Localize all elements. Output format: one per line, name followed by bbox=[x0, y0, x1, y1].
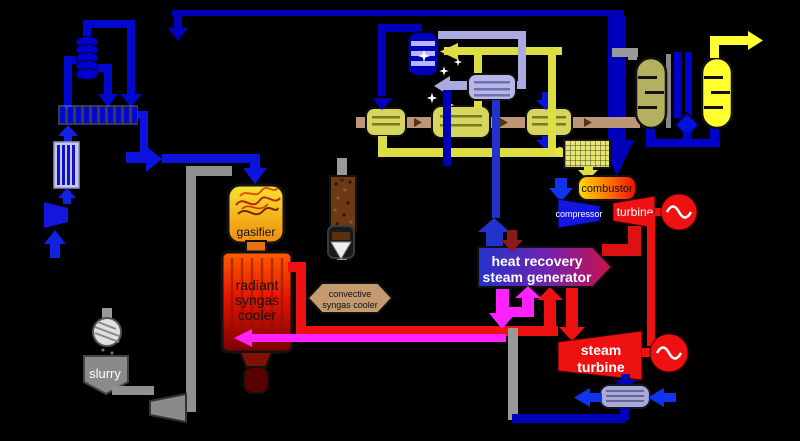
syngas-treatment bbox=[356, 24, 763, 248]
water-drain-pipe bbox=[508, 328, 518, 420]
treatment-unit-2 bbox=[431, 105, 491, 139]
air-inlet-arrow bbox=[44, 230, 66, 258]
gt-combustor-label: combustor bbox=[581, 183, 633, 195]
gasifier-train: gasifier radiant syngas cooler convectiv… bbox=[220, 158, 394, 394]
gt-compressor bbox=[557, 198, 601, 229]
gasifier-label: gasifier bbox=[237, 225, 276, 239]
slag-vessel bbox=[327, 225, 355, 260]
coal-feed-stub bbox=[102, 308, 112, 320]
regenerator-column bbox=[700, 56, 734, 130]
gt-air-inlet-arrow bbox=[549, 178, 573, 202]
radiant-cooler-label-2: syngas bbox=[235, 292, 279, 308]
slurry-preparation: slurry bbox=[83, 166, 232, 424]
air-separation-unit bbox=[44, 10, 634, 258]
slurry-piping bbox=[112, 166, 232, 412]
radiant-cooler-label-3: cooler bbox=[238, 307, 276, 323]
st-generator-shaft bbox=[642, 348, 652, 357]
oxygen-pipe-to-gasifier bbox=[126, 111, 267, 184]
clean-syngas-line bbox=[378, 136, 565, 157]
flue-gas-cooler bbox=[467, 73, 517, 101]
sulfur-out-arrow bbox=[710, 31, 763, 58]
hrsg-label-1: heat recovery bbox=[491, 253, 582, 269]
absorber-column bbox=[634, 56, 668, 130]
generator-bus-line bbox=[647, 214, 655, 346]
slurry-label: slurry bbox=[89, 366, 121, 381]
chiller-drain-line bbox=[443, 90, 451, 166]
unit1-feed-arrow bbox=[372, 24, 422, 110]
asu-intercooler bbox=[53, 141, 80, 189]
convective-syngas-cooler bbox=[306, 282, 394, 314]
agr-piping bbox=[612, 48, 720, 147]
condensate-line bbox=[512, 408, 629, 423]
convective-cooler-label-1: convective bbox=[329, 289, 372, 299]
steam-turbine-label-2: turbine bbox=[577, 359, 625, 375]
asu-compressor bbox=[44, 188, 76, 228]
steam-turbine-label-1: steam bbox=[581, 342, 621, 358]
hrsg-top-arrow bbox=[501, 230, 523, 252]
gt-exhaust-duct bbox=[602, 226, 641, 256]
boiler-feed-line bbox=[234, 329, 506, 347]
radiant-cooler-label-1: radiant bbox=[236, 277, 279, 293]
cold-sparkles bbox=[418, 50, 463, 110]
hp-steam-line bbox=[288, 262, 585, 341]
gasifier-vessel bbox=[226, 183, 286, 245]
gt-compressor-label: compressor bbox=[555, 209, 602, 219]
gt-turbine-label: turbine bbox=[617, 205, 654, 219]
hrsg-label-2: steam generator bbox=[483, 269, 592, 285]
condenser bbox=[599, 384, 651, 409]
asu-piping bbox=[64, 20, 142, 108]
gt-generator bbox=[660, 193, 698, 231]
st-generator bbox=[649, 333, 689, 373]
cooling-water-out-arrow bbox=[574, 388, 602, 407]
gas-turbine-set: compressor combustor turbine bbox=[549, 175, 698, 346]
gt-generator-shaft bbox=[655, 208, 663, 216]
asu-main-heat-exchanger bbox=[58, 105, 138, 125]
steam-turbine bbox=[557, 330, 643, 381]
particulate-filter bbox=[563, 139, 611, 169]
flue-gas-riser bbox=[478, 100, 510, 248]
gt-combustor bbox=[577, 175, 637, 201]
convective-cooler-label-2: syngas cooler bbox=[322, 300, 378, 310]
hrsg bbox=[477, 246, 614, 288]
coal-grinder bbox=[92, 317, 122, 347]
steam-cycle: heat recovery steam generator steam turb… bbox=[234, 230, 689, 423]
feedwater-magenta bbox=[489, 286, 541, 329]
cooling-water-in-arrow bbox=[648, 388, 676, 407]
asu-up-arrow bbox=[58, 125, 78, 144]
radiant-syngas-cooler bbox=[220, 250, 294, 394]
slurry-pump bbox=[149, 392, 187, 424]
asu-column-coil bbox=[75, 36, 99, 80]
treatment-unit-1 bbox=[365, 107, 407, 137]
